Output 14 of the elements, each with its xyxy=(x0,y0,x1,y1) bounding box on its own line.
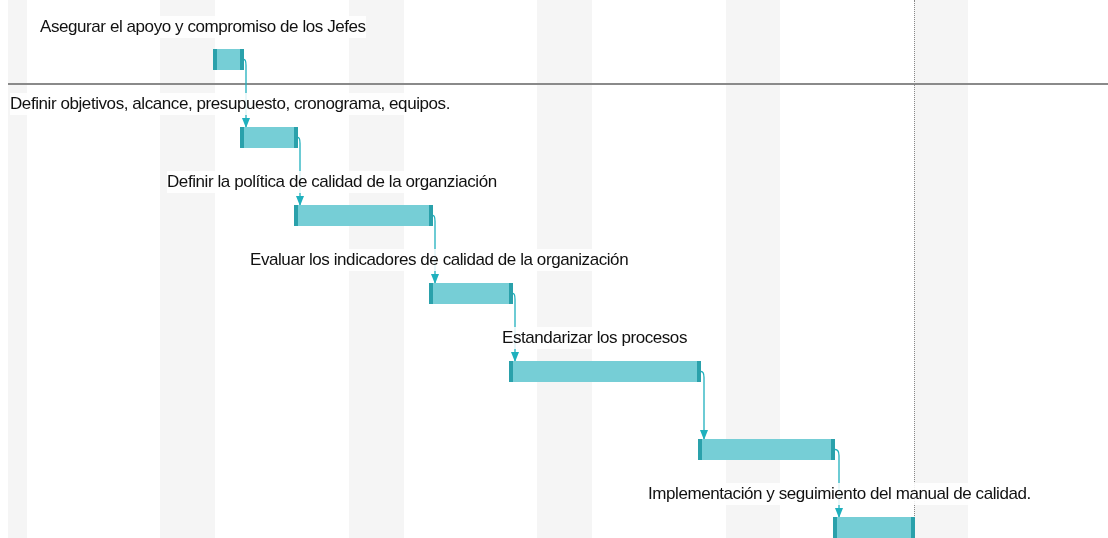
dependency-arrow xyxy=(700,370,708,440)
task-bar xyxy=(833,517,915,538)
task-label: Definir la política de calidad de la organziación xyxy=(167,171,497,193)
task-bar xyxy=(213,49,244,70)
task-label: Definir objetivos, alcance, presupuesto, cronograma, equipos. xyxy=(10,93,450,115)
task-label: Estandarizar los procesos xyxy=(502,327,687,349)
task-label: Implementación y seguimiento del manual de calidad. xyxy=(648,483,1031,505)
task-bar xyxy=(429,283,513,304)
task-bar xyxy=(294,205,433,226)
task-label: Evaluar los indicadores de calidad de la organización xyxy=(250,249,629,271)
task-bar xyxy=(509,361,701,382)
task-bar xyxy=(698,439,835,460)
task-label: Asegurar el apoyo y compromiso de los Jefes xyxy=(40,16,366,38)
task-bar xyxy=(240,127,298,148)
